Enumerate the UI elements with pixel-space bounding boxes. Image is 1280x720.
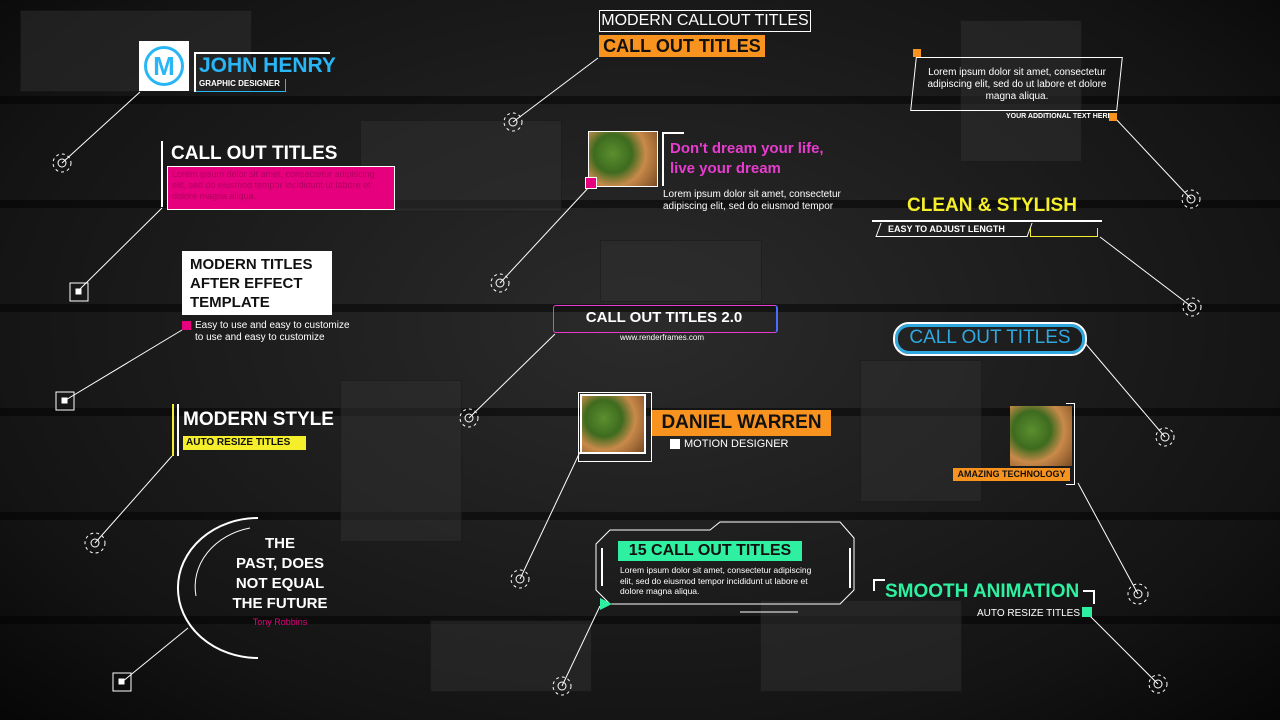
quote-author: Tony Robbins xyxy=(252,617,308,627)
callout2-frame xyxy=(553,305,778,333)
quote-line-2: live your dream xyxy=(670,160,781,177)
accent-square xyxy=(913,49,921,57)
callout-subtitle: CALL OUT TITLES xyxy=(599,35,765,57)
food-image xyxy=(580,394,646,454)
logo-badge: M xyxy=(139,41,189,91)
bracket xyxy=(873,579,885,591)
quote-line: THE xyxy=(265,535,295,552)
brick xyxy=(760,600,962,692)
fifteen-title: 15 CALL OUT TITLES xyxy=(618,541,802,561)
callout-body: Lorem ipsum dolor sit amet, consectetur … xyxy=(167,166,395,210)
callout-blue-title: CALL OUT TITLES xyxy=(909,327,1071,348)
modern-titles-body: Easy to use and easy to customize to use… xyxy=(195,320,350,343)
callout2-url: www.renderframes.com xyxy=(620,333,705,342)
smooth-title: SMOOTH ANIMATION xyxy=(885,581,1080,602)
name-title: JOHN HENRY xyxy=(199,54,336,77)
quote-line: NOT EQUAL xyxy=(235,575,325,592)
additional-text: YOUR ADDITIONAL TEXT HERE xyxy=(1006,113,1113,120)
divider xyxy=(194,52,330,54)
brick xyxy=(600,240,762,302)
brick xyxy=(340,380,462,542)
divider xyxy=(172,404,174,456)
amazing-label: AMAZING TECHNOLOGY xyxy=(953,468,1070,481)
clean-subtitle: EASY TO ADJUST LENGTH xyxy=(888,224,1005,234)
clean-title: CLEAN & STYLISH xyxy=(907,195,1077,216)
food-image xyxy=(1010,406,1072,466)
fifteen-body: Lorem ipsum dolor sit amet, consectetur … xyxy=(620,565,812,596)
image-frame xyxy=(578,392,652,462)
accent-square xyxy=(182,321,191,330)
divider xyxy=(194,52,196,92)
quote-text: THE PAST, DOES NOT EQUAL THE FUTURE xyxy=(220,534,340,614)
modern-style-sub: AUTO RESIZE TITLES xyxy=(183,436,306,450)
modern-titles-card: MODERN TITLES AFTER EFFECT TEMPLATE xyxy=(182,251,332,315)
accent-square xyxy=(585,177,597,189)
callout-blue-pill xyxy=(893,322,1087,356)
accent-frame xyxy=(1030,228,1098,237)
callout2-title: CALL OUT TITLES 2.0 xyxy=(585,309,743,326)
daniel-role: MOTION DESIGNER xyxy=(684,438,789,450)
divider xyxy=(872,220,1102,222)
modern-style-title: MODERN STYLE xyxy=(183,409,334,430)
modern-titles-line-3: TEMPLATE xyxy=(190,294,270,311)
quote-line: PAST, DOES xyxy=(235,555,325,572)
food-image xyxy=(588,131,658,187)
bracket xyxy=(1066,403,1075,485)
brick xyxy=(960,20,1082,162)
bracket xyxy=(662,132,684,186)
dream-body: Lorem ipsum dolor sit amet, consectetur … xyxy=(663,189,841,212)
brick xyxy=(20,10,252,92)
divider xyxy=(177,404,179,456)
accent-square xyxy=(1109,113,1117,121)
modern-titles-line-1: MODERN TITLES xyxy=(190,256,313,273)
accent-square xyxy=(1082,607,1092,617)
quote-line: THE FUTURE xyxy=(232,595,328,612)
role-label: GRAPHIC DESIGNER xyxy=(196,79,286,92)
quote-line-1: Don't dream your life, xyxy=(670,140,824,157)
smooth-sub: AUTO RESIZE TITLES xyxy=(977,608,1080,619)
divider xyxy=(161,141,163,207)
fifteen-frame xyxy=(595,521,855,613)
callout-title: CALL OUT TITLES xyxy=(171,143,338,164)
modern-callout-title: MODERN CALLOUT TITLES xyxy=(599,10,811,32)
logo-initial: M xyxy=(144,46,184,86)
modern-titles-line-2: AFTER EFFECT xyxy=(190,275,303,292)
daniel-name: DANIEL WARREN xyxy=(652,410,831,436)
lorem-text: Lorem ipsum dolor sit amet, consectetur … xyxy=(927,67,1107,102)
accent-square xyxy=(670,439,680,449)
bracket xyxy=(1083,590,1095,604)
